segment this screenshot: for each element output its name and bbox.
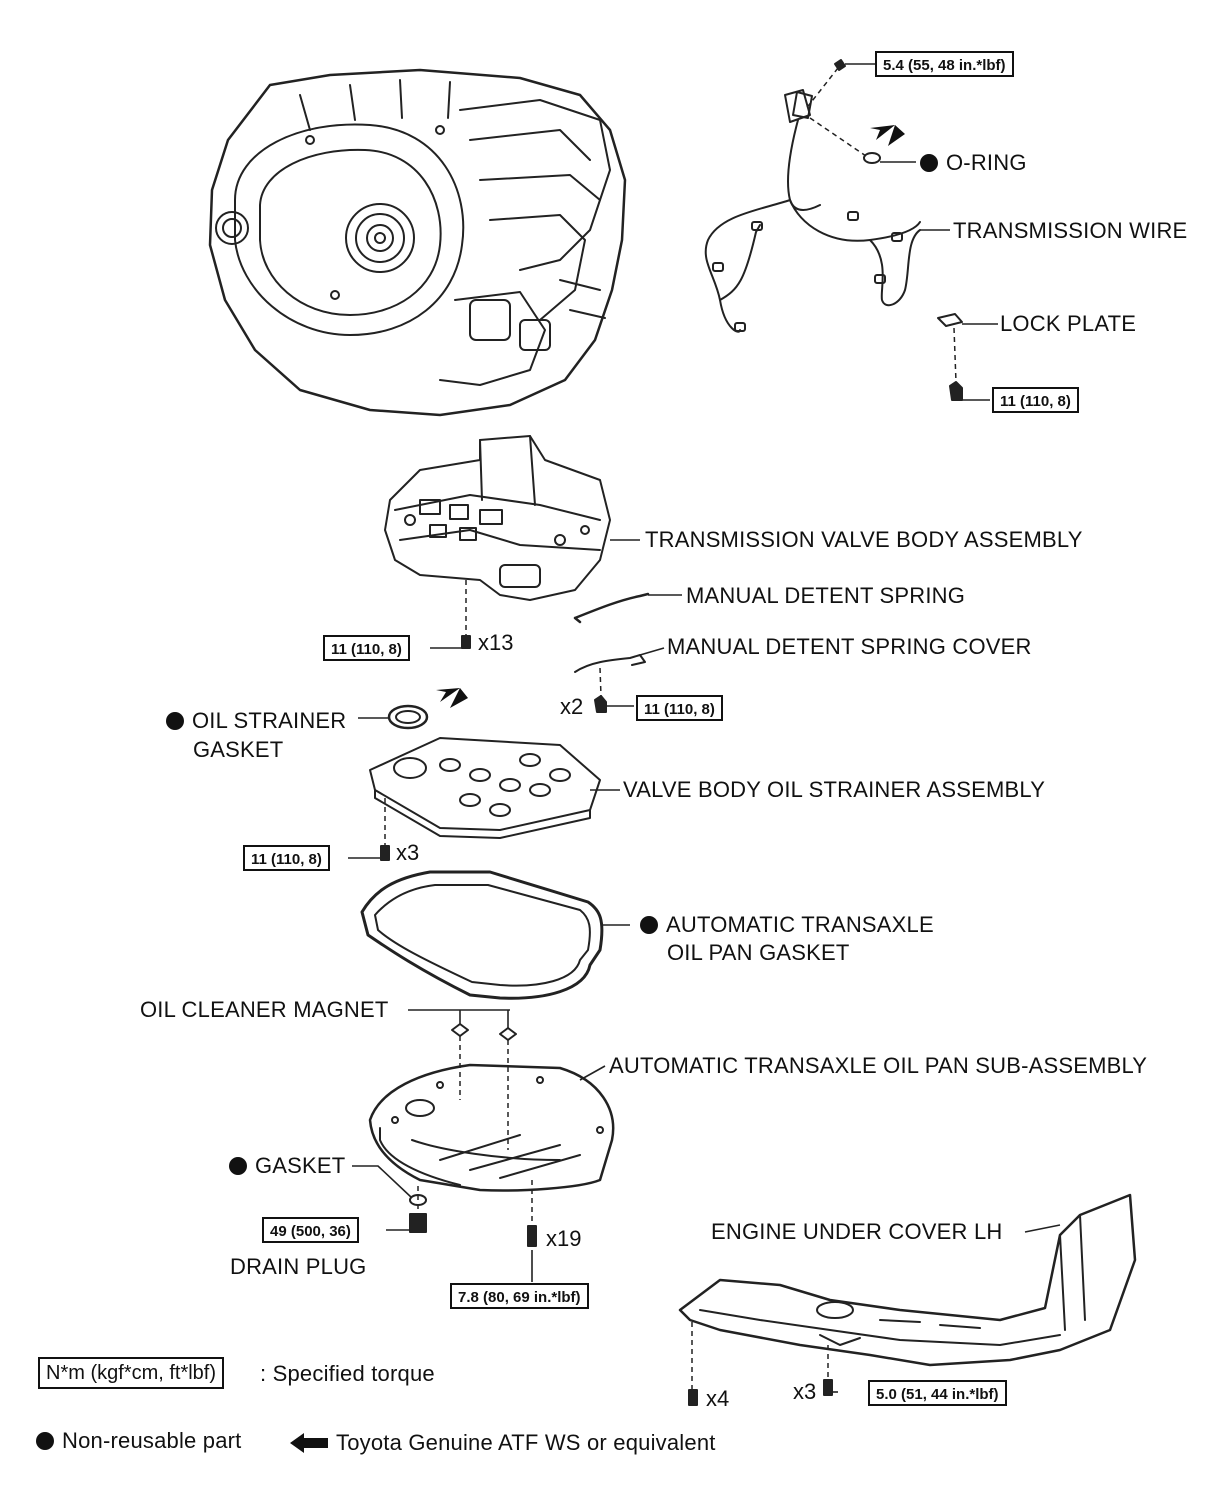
transaxle-housing (208, 68, 627, 417)
legend-arrow-icon (290, 1433, 328, 1453)
pan-gasket-part (360, 870, 604, 1000)
legend-torque-text: : Specified torque (260, 1361, 435, 1386)
label-pan-gasket-text: AUTOMATIC TRANSAXLE (666, 912, 934, 937)
label-o-ring: O-RING (920, 150, 1027, 176)
detent-spring-part (573, 592, 650, 624)
transmission-wire (704, 59, 921, 333)
label-gasket-text: GASKET (255, 1153, 346, 1178)
magnet-part-2 (499, 1027, 517, 1041)
torque-under-cover-bolts: 5.0 (51, 44 in.*lbf) (868, 1380, 1007, 1406)
non-reusable-dot-icon (229, 1157, 247, 1175)
count-under-cover-b: x3 (793, 1379, 817, 1404)
torque-strainer-bolts: 11 (110, 8) (243, 845, 330, 871)
label-drain-plug: DRAIN PLUG (230, 1254, 367, 1279)
label-valve-body: TRANSMISSION VALVE BODY ASSEMBLY (645, 527, 1083, 552)
count-oil-pan: x19 (546, 1226, 582, 1251)
torque-oil-pan-bolts: 7.8 (80, 69 in.*lbf) (450, 1283, 589, 1309)
label-strainer-gasket-line2: GASKET (193, 737, 284, 762)
non-reusable-dot-icon (166, 712, 184, 730)
legend-non-reusable-text: Non-reusable part (62, 1428, 242, 1453)
label-lock-plate: LOCK PLATE (1000, 311, 1137, 336)
label-under-cover: ENGINE UNDER COVER LH (711, 1219, 1003, 1244)
non-reusable-dot-icon (920, 154, 938, 172)
oil-strainer-part (369, 737, 601, 839)
label-pan-gasket-line2: OIL PAN GASKET (667, 940, 850, 965)
label-oil-strainer: VALVE BODY OIL STRAINER ASSEMBLY (623, 777, 1046, 802)
label-strainer-gasket-line1: OIL STRAINER (166, 708, 346, 734)
valve-body-part (384, 435, 611, 601)
legend-non-reusable: Non-reusable part (36, 1428, 242, 1454)
label-transmission-wire: TRANSMISSION WIRE (953, 218, 1188, 243)
count-valve-body: x13 (478, 630, 514, 655)
torque-lock-plate-bolt: 11 (110, 8) (992, 387, 1079, 413)
drain-plug-part (409, 1213, 427, 1233)
oil-pan-part (368, 1063, 615, 1192)
label-detent-spring: MANUAL DETENT SPRING (686, 583, 966, 608)
non-reusable-dot-icon (640, 916, 658, 934)
torque-valve-body-bolts: 11 (110, 8) (323, 635, 410, 661)
legend-torque-format: N*m (kgf*cm, ft*lbf) (38, 1357, 225, 1389)
label-gasket: GASKET (229, 1153, 345, 1179)
atf-arrow-icon (870, 125, 905, 146)
label-strainer-gasket-text: OIL STRAINER (192, 708, 347, 733)
detent-cover-part (574, 654, 646, 673)
under-cover-part (678, 1193, 1137, 1367)
label-o-ring-text: O-RING (946, 150, 1027, 175)
label-pan-gasket-line1: AUTOMATIC TRANSAXLE (640, 912, 934, 938)
legend-atf-text: Toyota Genuine ATF WS or equivalent (336, 1430, 716, 1455)
label-magnet: OIL CLEANER MAGNET (140, 997, 389, 1022)
label-oil-pan: AUTOMATIC TRANSAXLE OIL PAN SUB-ASSEMBLY (609, 1053, 1148, 1078)
count-strainer: x3 (396, 840, 420, 865)
legend-atf: Toyota Genuine ATF WS or equivalent (290, 1430, 716, 1456)
lock-plate-part (937, 313, 963, 327)
atf-arrow-icon-2 (436, 688, 468, 708)
torque-wire-bolt: 5.4 (55, 48 in.*lbf) (875, 51, 1014, 77)
label-detent-spring-cover: MANUAL DETENT SPRING COVER (667, 634, 1032, 659)
non-reusable-dot-icon (36, 1432, 54, 1450)
magnet-part-1 (451, 1023, 469, 1037)
count-detent-cover: x2 (560, 694, 584, 719)
torque-detent-cover-bolts: 11 (110, 8) (636, 695, 723, 721)
o-ring-part (863, 152, 881, 164)
count-under-cover-a: x4 (706, 1386, 730, 1411)
torque-drain-plug: 49 (500, 36) (262, 1217, 359, 1243)
strainer-gasket-part (387, 704, 429, 730)
